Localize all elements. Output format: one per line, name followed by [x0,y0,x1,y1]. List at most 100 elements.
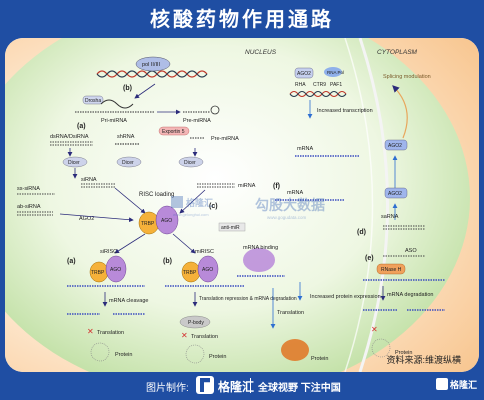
dicer1-node [62,156,88,168]
footer-label: 图片制作: [146,383,189,394]
mirisc-label: miRISC [195,249,214,255]
section-f-label: (f) [273,183,280,190]
rnase-h-node [376,263,406,275]
x-mark-3-icon: ✕ [371,325,378,334]
arrow-to-mirisc [172,233,196,254]
mrna-f-label: mRNA [287,190,304,196]
pri-mirna-label: Pri-miRNA [101,118,127,124]
rna-pol-label: RNA Pol [327,70,344,75]
rnase-h-label: RNase H [381,267,402,273]
splicing-label: Splicing modulation [383,74,431,80]
nuclear-membrane [358,38,389,372]
dicer2-node [116,156,142,168]
aso-label: ASO [405,248,417,254]
cytoplasm-label: CYTOPLASM [377,49,418,56]
footer-logo-icon [196,376,214,394]
ago2-top-label: AGO2 [297,71,311,77]
section-e-label: (e) [365,255,374,262]
mrna-binding-label: mRNA binding [243,245,278,251]
ctr9-label: CTR9 [313,82,326,88]
sirna-strand [81,183,115,188]
protein3-label: Protein [311,356,328,362]
dsrna-strand [50,141,93,146]
source-note: 资料来源:维渡纵横 [386,355,461,365]
ago-a-node [105,255,127,283]
watermark-url: www.gelonghui.com [173,212,209,217]
ab-sirna-strand [17,211,53,216]
footer-slogan: 全球视野 下注中国 [258,383,341,394]
footer-brand: 格隆汇 [218,380,255,394]
arrow-sirna-risc [114,187,146,214]
translation-repression-label: Translation repression & mRNA degradatio… [199,296,297,302]
pol-label: pol II/III [142,62,161,68]
drosha-label: Drosha [85,98,101,104]
x-mark-1-icon: ✕ [87,327,94,336]
dicer3-node [178,156,204,168]
ago1-label: AGO [161,218,172,224]
mirna-strand [197,183,235,188]
pri-mirna-hairpin [100,99,134,109]
p-body-node [179,315,211,329]
exportin-label: Exportin 5 [162,129,185,135]
arrow-ab-sirna [59,213,134,223]
translation2-label: Translation [191,334,218,340]
paf1-label: PAF1 [330,82,342,88]
watermark-logo-icon [171,196,183,208]
protein1-label: Protein [115,352,132,358]
dicer1-label: Dicer [68,160,80,166]
rna-pol-node [324,67,342,77]
p-body-label: P-body [188,320,204,326]
footer-divider [250,378,251,393]
dsrna-label: dsRNA/DsiRNA [50,134,89,140]
anti-mir-node [218,222,246,232]
protein3-blob [281,339,309,361]
section-d-label: (d) [357,229,366,236]
ago1-node [155,205,179,235]
dna-helix-right [289,90,347,98]
ago2-c1-label: AGO2 [388,143,402,149]
footer: 图片制作: 格隆汇 全球视野 下注中国 格隆汇 [0,372,484,400]
ago-b-label: AGO [202,267,213,273]
risc-loading-label: RISC loading [139,192,174,198]
trbp2-label: TRBP [91,270,105,276]
ago-a-label: AGO [110,267,121,273]
section-b2-label: (b) [163,258,172,265]
diagram-panel: NUCLEUS CYTOPLASM pol II/III (b) Drosha … [5,38,479,372]
ago2-c2-node [384,187,408,199]
pre-mirna2-label: Pre-miRNA [211,136,239,142]
pre-mirna-loop [210,105,220,115]
anti-mir-label: anti-miR [221,225,240,231]
rha-label: RHA [295,82,306,88]
arrow-to-sirisc [114,233,146,254]
corner-brand: 格隆汇 [450,380,478,390]
nucleus-label: NUCLEUS [245,49,277,56]
arrow-splicing [392,85,408,139]
arrow-to-primirna [134,83,156,99]
ago2-label: AGO2 [79,216,94,222]
protein2-blob [185,344,205,364]
page-title: 核酸药物作用通路 [150,9,334,31]
pre-mirna-label: Pre-miRNA [183,118,211,124]
mirna-label: miRNA [238,183,256,189]
protein4-blob [371,338,391,358]
translation3-label: Translation [277,310,304,316]
mrna-binding-complex [243,248,275,272]
translation1-label: Translation [97,330,124,336]
trbp3-label: TRBP [183,270,197,276]
trbp1-label: TRBP [141,221,155,227]
dicer3-label: Dicer [184,160,196,166]
watermark-text: 勾股大数据 [255,197,325,213]
ss-sirna-label: ss-siRNA [17,186,40,192]
section-a2-label: (a) [67,258,76,265]
corner-logo-icon [436,378,448,390]
ab-sirna-label: ab-siRNA [17,204,41,210]
sarna-label: saRNA [381,214,399,220]
section-a-label: (a) [77,123,86,130]
arrow-mirna-risc [179,189,206,214]
watermark: 格隆汇 www.gelonghui.com 勾股大数据 www.gogudata… [171,196,325,220]
ago-b-node [197,255,219,283]
drosha-node [82,95,104,105]
protein4-label: Protein [395,350,412,356]
sirna-label: siRNA [81,177,97,183]
